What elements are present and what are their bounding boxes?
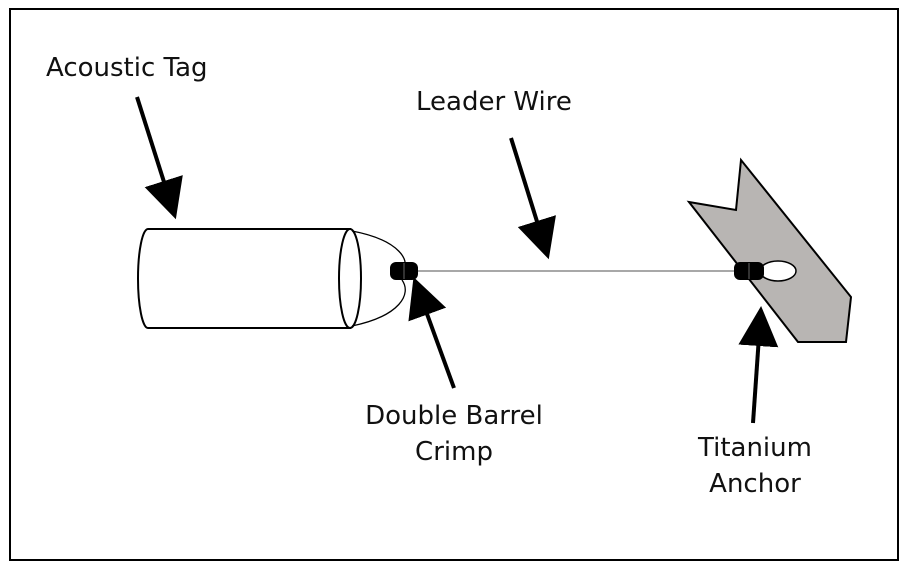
- crimp-label-line2: Crimp: [415, 437, 493, 467]
- titanium-anchor-shape: [686, 157, 853, 343]
- acoustic-tag-shape: [137, 228, 406, 329]
- leader-wire-arrow: [509, 137, 556, 260]
- anchor-label: Titanium Anchor: [670, 430, 840, 502]
- leader-wire-label: Leader Wire: [416, 87, 572, 117]
- crimp-label-line1: Double Barrel: [365, 401, 543, 431]
- acoustic-tag-label: Acoustic Tag: [46, 53, 208, 83]
- anchor-label-line1: Titanium: [698, 433, 812, 463]
- crimp-label: Double Barrel Crimp: [354, 398, 554, 470]
- acoustic-tag-arrow: [135, 96, 183, 220]
- crimp-near-anchor: [734, 262, 764, 280]
- crimp-near-tag: [390, 262, 418, 280]
- anchor-label-line2: Anchor: [709, 469, 801, 499]
- anchor-arrow: [738, 306, 779, 424]
- crimp-arrow: [408, 276, 456, 389]
